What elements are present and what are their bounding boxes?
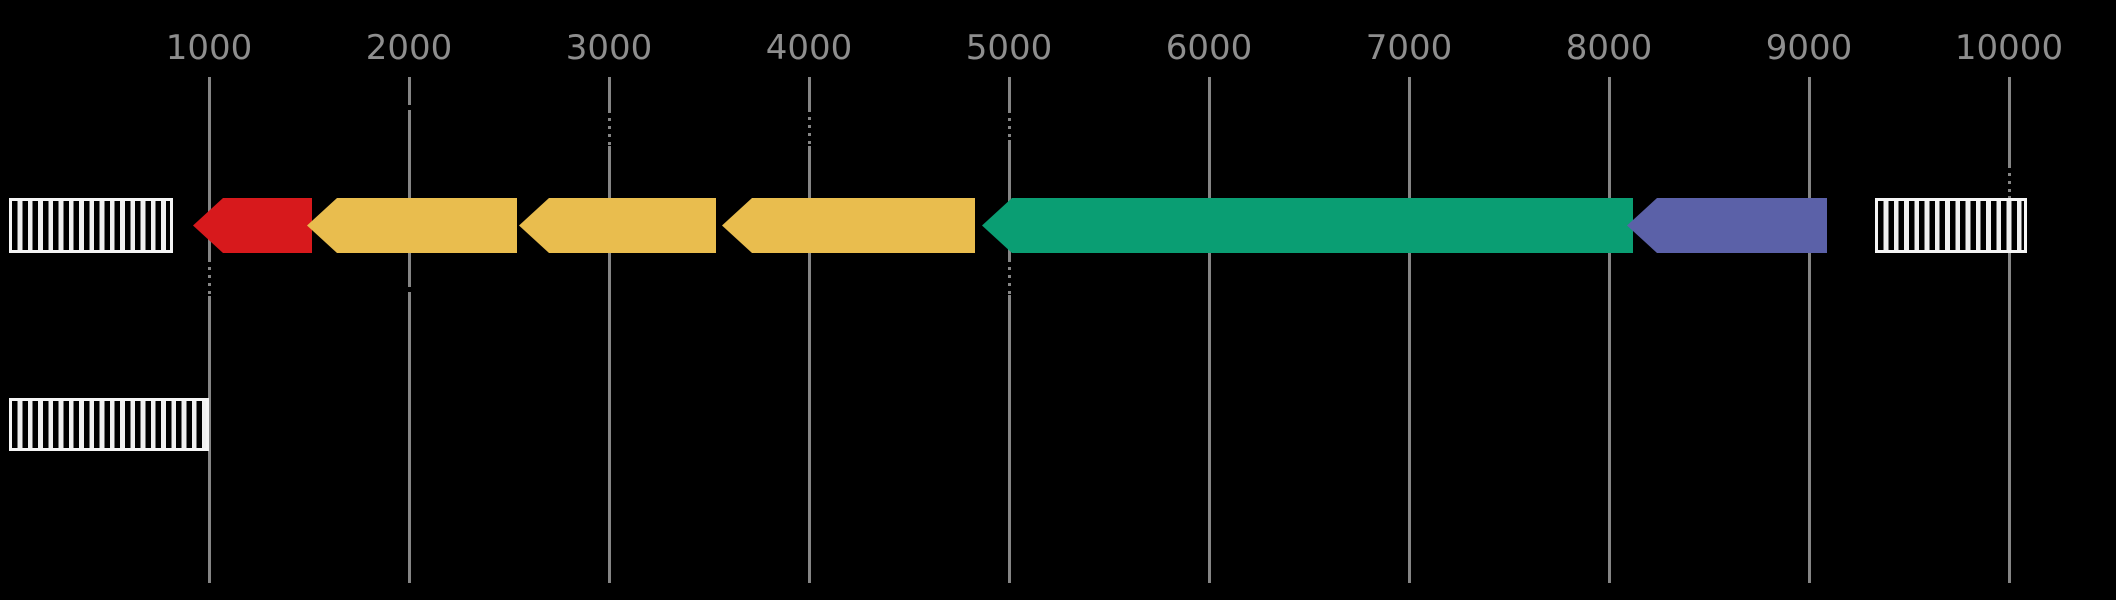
axis-tick-label-1000: 1000 [165,28,253,68]
gridline-7000 [1407,77,1411,583]
contig-edge-left-hatched-box [9,198,173,253]
axis-tick-label-9000: 9000 [1765,28,1853,68]
axis-tick-label-7000: 7000 [1365,28,1453,68]
gene-3-arrow [519,198,716,253]
hidden-label-gap-2000 [406,287,412,293]
axis-tick-label-4000: 4000 [765,28,853,68]
gridline-3000 [607,77,611,583]
gene-4-arrow [722,198,975,253]
axis-tick-label-5000: 5000 [965,28,1053,68]
axis-tick-label-6000: 6000 [1165,28,1253,68]
gene-6-arrow [1627,198,1827,253]
gridline-4000 [807,77,811,583]
hidden-label-gap-5000 [1006,113,1012,140]
gridline-9000 [1807,77,1811,583]
gridline-10000 [2007,77,2011,583]
gridline-8000 [1607,77,1611,583]
hidden-label-gap-2000 [406,105,412,111]
axis-tick-label-3000: 3000 [565,28,653,68]
gene-1-arrow [193,198,312,253]
hidden-label-gap-10000 [2006,168,2012,196]
gridline-2000 [407,77,411,583]
gridline-5000 [1007,77,1011,583]
axis-tick-label-8000: 8000 [1565,28,1653,68]
hidden-label-gap-1000 [206,262,212,296]
hidden-label-gap-3000 [606,113,612,146]
gene-2-arrow [307,198,517,253]
gridline-1000 [207,77,211,583]
gridline-6000 [1207,77,1211,583]
gene-5-arrow [982,198,1633,253]
hidden-label-gap-4000 [806,112,812,146]
axis-tick-label-2000: 2000 [365,28,453,68]
contig-edge-right-hatched-box [1875,198,2027,253]
hidden-label-gap-5000 [1006,262,1012,295]
contig-edge-left-2-hatched-box [9,398,209,451]
axis-tick-label-10000: 10000 [1954,28,2064,68]
